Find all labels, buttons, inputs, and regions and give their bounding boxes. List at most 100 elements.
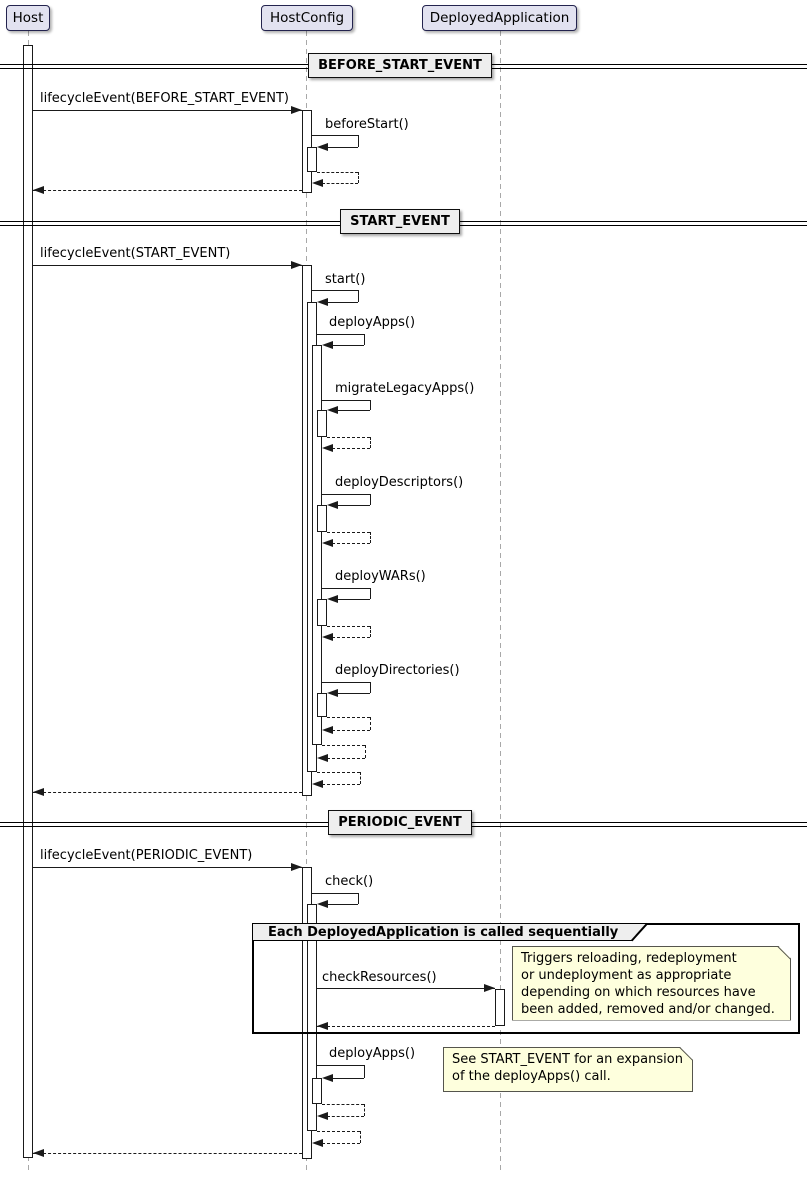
self-side-deployApps-periodic-return [364,1103,365,1116]
self-back-migrateLegacyApps-return [331,448,370,449]
divider-start-event: START_EVENT [340,209,460,234]
self-side-deployApps-start-return [365,745,366,758]
self-back-deployDirectories-return [331,729,370,731]
self-side-deployWARs [370,587,371,599]
self-out-migrateLegacyApps-return [326,437,370,438]
arrowhead-beforeStart [316,142,328,151]
message-label-start: start() [325,272,366,287]
self-side-deployWARs-return [370,625,371,637]
hostconfig-activation-before-2 [306,146,317,172]
arrowhead-deployApps-start-return [316,753,328,762]
arrowhead-deployDirectories [326,689,338,697]
message-label-deployDirectories: deployDirectories() [335,663,460,678]
hostconfig-activation-start-3 [311,344,322,745]
arrowhead-deployDescriptors-return [321,538,333,547]
arrowhead-migrateLegacyApps [326,406,338,414]
group-sequential-tab-bottom [253,939,632,941]
arrowhead-beforeStart-return [311,179,323,187]
arrowhead-before-return-to-host [33,186,44,194]
arrowhead-checkResources-return [316,1021,328,1030]
arrowhead-deployApps-periodic-return [316,1112,328,1120]
divider-label-before-start-event: BEFORE_START_EVENT [318,57,482,73]
arrowhead-deployDescriptors [326,501,338,509]
participant-label-deployedapplication: DeployedApplication [429,10,570,26]
self-back-start-return [321,784,360,785]
hostconfig-activation-periodic-2 [306,904,317,1131]
hostconfig-activation-periodic-3 [311,1077,322,1104]
arrowhead-check-return [311,1139,323,1147]
message-label-beforeStart: beforeStart() [325,117,409,132]
divider-label-periodic-event: PERIODIC_EVENT [338,815,462,830]
note-deploy-apps: See START_EVENT for an expansion of the … [443,1047,693,1092]
self-out-beforeStart [311,135,358,136]
self-side-deployDescriptors [370,493,371,505]
hostconfig-activation-descriptors [316,505,327,532]
divider-label-start-event: START_EVENT [350,214,450,229]
host-activation [23,45,33,1158]
group-sequential-tab [253,924,646,940]
message-line-periodic-return-to-host [33,1152,302,1154]
self-side-check-return [360,1131,361,1143]
self-back-deployApps-start [331,344,364,346]
message-label-deployWARs: deployWARs() [335,569,426,584]
self-out-start [311,290,358,291]
arrowhead-start-return [311,780,323,788]
self-side-start-return [360,771,361,784]
self-back-beforeStart [326,146,358,148]
arrowhead-deployDirectories-return [321,725,333,734]
self-out-deployApps-start-return [321,745,365,746]
divider-before-start-event: BEFORE_START_EVENT [308,52,492,78]
group-sequential-title: Each DeployedApplication is called seque… [268,924,619,940]
self-side-deployDirectories-return [370,717,371,730]
self-back-migrateLegacyApps [336,410,370,411]
self-side-start [358,290,359,302]
message-label-lifecycle-before-start: lifecycleEvent(BEFORE_START_EVENT) [40,91,289,106]
arrowhead-check [316,900,328,908]
participant-host: Host [6,5,50,31]
message-line-checkResources-return [316,1025,495,1027]
message-line-checkResources [316,988,495,989]
self-out-deployWARs-return [326,625,370,627]
self-side-beforeStart-return [358,171,359,183]
self-side-deployDescriptors-return [370,531,371,543]
self-back-check [326,904,358,905]
message-label-deployApps-periodic: deployApps() [329,1046,416,1061]
self-out-deployWARs [321,587,370,589]
arrowhead-deployApps-start [321,340,333,349]
self-side-migrateLegacyApps [370,399,371,410]
arrowhead-deployWARs [326,595,338,603]
self-side-beforeStart [358,135,359,147]
self-out-deployDescriptors [321,493,370,495]
message-label-deployApps-start: deployApps() [329,315,416,330]
message-label-deployDescriptors: deployDescriptors() [335,475,464,490]
self-out-check [311,893,358,894]
arrowhead-start-return-to-host [33,787,44,796]
message-line-lifecycle-before-start [33,110,302,111]
self-back-deployApps-periodic [331,1077,364,1079]
message-label-checkResources: checkResources() [322,970,437,985]
self-out-deployApps-periodic-return [321,1103,364,1105]
arrowhead-lifecycle-periodic [290,862,302,871]
participant-label-host: Host [12,10,44,26]
divider-periodic-event: PERIODIC_EVENT [328,810,472,835]
message-line-lifecycle-periodic [33,866,302,868]
self-back-deployDirectories [336,693,370,694]
self-back-deployDescriptors [336,505,370,506]
self-back-deployWARs [336,599,370,600]
deployedapplication-lifeline [499,31,501,1173]
arrowhead-migrateLegacyApps-return [321,444,333,452]
self-back-check-return [321,1143,360,1144]
self-out-beforeStart-return [316,171,358,173]
participant-label-hostconfig: HostConfig [269,10,345,26]
message-line-start-return-to-host [33,791,302,793]
self-side-deployDirectories [370,681,371,693]
hostconfig-activation-wars [316,599,327,626]
self-out-deployApps-periodic [316,1065,364,1066]
self-side-check [358,893,359,904]
self-back-deployApps-periodic-return [326,1116,364,1117]
arrowhead-deployWARs-return [321,632,333,641]
note-check-resources: Triggers reloading, redeployment or unde… [512,946,791,1021]
self-out-migrateLegacyApps [321,399,370,401]
message-line-lifecycle-start [33,265,302,266]
